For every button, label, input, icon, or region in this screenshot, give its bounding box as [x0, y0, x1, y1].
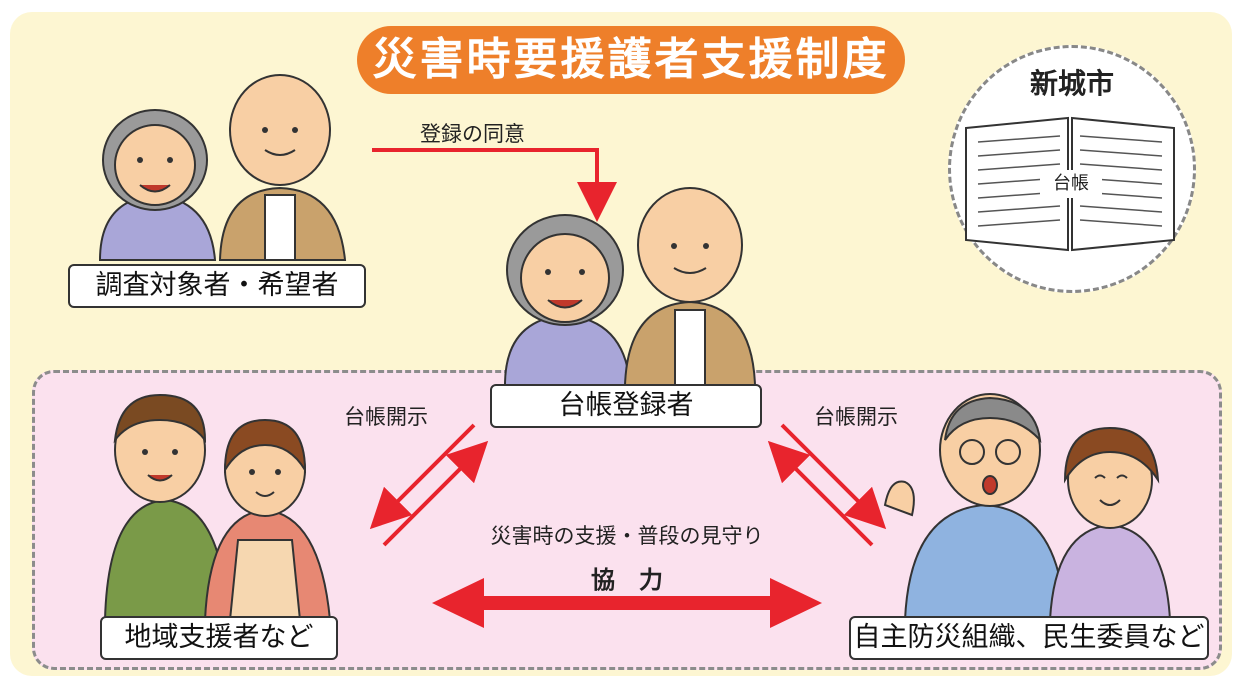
- cooperation-label: 協 力: [591, 566, 663, 594]
- feedback-right-arrow: [767, 440, 874, 547]
- elderly-couple-illustration: [98, 74, 347, 261]
- applicants-label: 調査対象者・希望者: [68, 264, 366, 308]
- disclose-right-label: 台帳開示: [814, 405, 898, 429]
- book-label: 台帳: [1040, 170, 1102, 198]
- registered-couple-illustration: [503, 187, 757, 386]
- organization-members-illustration: [883, 393, 1172, 621]
- local-supporters-label: 地域支援者など: [100, 616, 338, 660]
- organizations-label: 自主防災組織、民生委員など: [849, 616, 1209, 660]
- disclose-left-arrow: [369, 423, 476, 530]
- local-supporters-illustration: [103, 393, 332, 621]
- consent-arrow: [372, 148, 617, 222]
- disclose-left-label: 台帳開示: [344, 405, 428, 429]
- page-title: 災害時要援護者支援制度: [357, 26, 905, 94]
- city-name: 新城市: [1029, 67, 1114, 100]
- feedback-left-arrow: [382, 440, 489, 547]
- disclose-right-arrow: [780, 423, 887, 530]
- support-text: 災害時の支援・普段の見守り: [490, 524, 764, 548]
- cooperation-double-arrow: [432, 578, 822, 628]
- consent-label: 登録の同意: [420, 122, 525, 146]
- registered-label: 台帳登録者: [490, 384, 762, 428]
